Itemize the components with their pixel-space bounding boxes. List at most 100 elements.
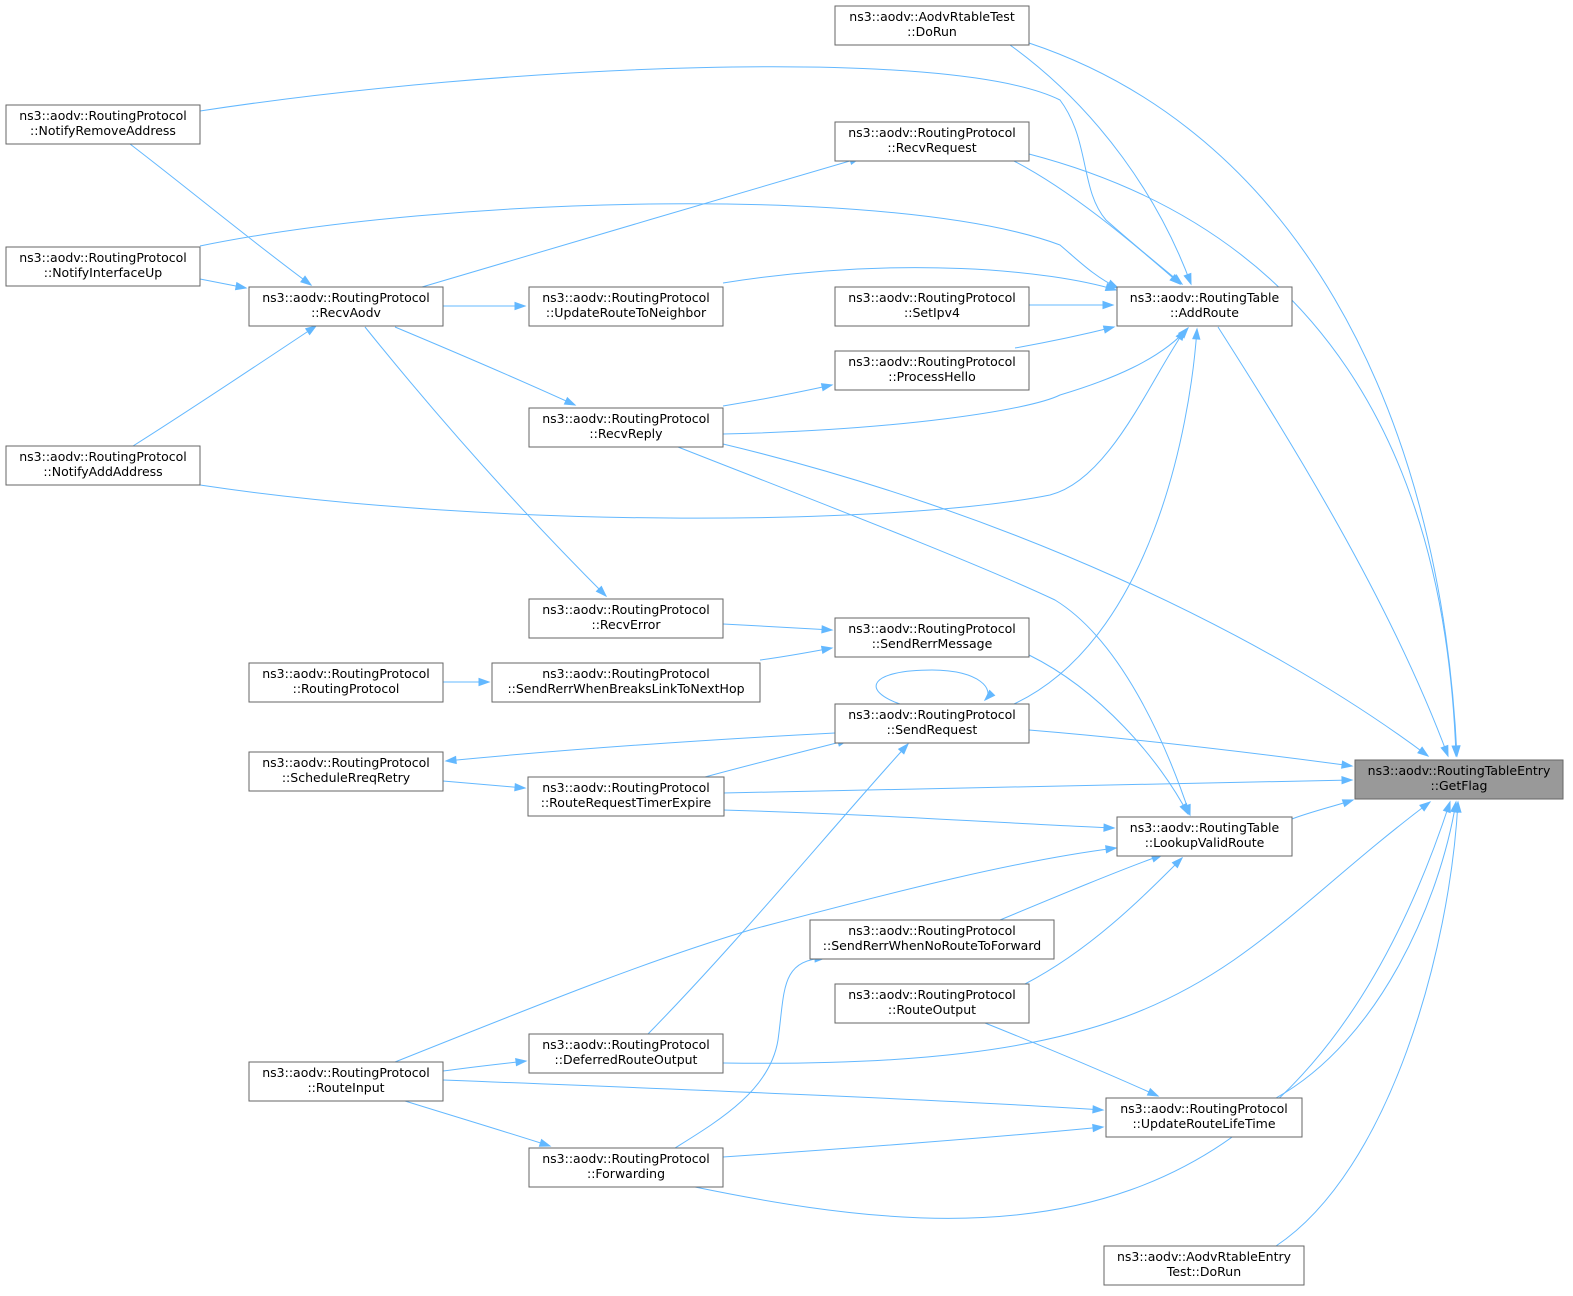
- edge-arrowhead: [514, 782, 527, 792]
- edge-arrowhead: [821, 625, 834, 634]
- node-removeaddr[interactable]: ns3::aodv::RoutingProtocol::NotifyRemove…: [5, 104, 201, 145]
- node-recvreply[interactable]: ns3::aodv::RoutingProtocol::RecvReply: [528, 407, 724, 448]
- edge-recvreply-to-processhello: [722, 383, 834, 407]
- edge-line: [1028, 153, 1457, 757]
- node-box: [809, 919, 1055, 960]
- node-box: [1105, 1097, 1303, 1138]
- node-recvaodv[interactable]: ns3::aodv::RoutingProtocol::RecvAodv: [248, 286, 444, 327]
- edge-arrowhead: [1417, 746, 1430, 757]
- node-breakslink[interactable]: ns3::aodv::RoutingProtocol::SendRerrWhen…: [491, 662, 761, 703]
- node-noroute[interactable]: ns3::aodv::RoutingProtocol::SendRerrWhen…: [809, 919, 1055, 960]
- node-label-line1: ns3::aodv::RoutingProtocol: [542, 1151, 710, 1166]
- edge-line: [999, 854, 1163, 921]
- edge-line: [722, 267, 1117, 291]
- node-box: [528, 1147, 724, 1188]
- node-recverror[interactable]: ns3::aodv::RoutingProtocol::RecvError: [528, 598, 724, 639]
- node-senderrmsg[interactable]: ns3::aodv::RoutingProtocol::SendRerrMess…: [834, 617, 1030, 658]
- edge-line: [1009, 44, 1192, 285]
- edge-arrowhead: [1146, 1087, 1160, 1097]
- node-box: [1116, 816, 1293, 857]
- node-label-line2: ::Forwarding: [587, 1166, 665, 1181]
- node-box: [1354, 759, 1564, 800]
- node-label-line2: ::SendRerrWhenBreaksLinkToNextHop: [507, 681, 744, 696]
- node-forwarding[interactable]: ns3::aodv::RoutingProtocol::Forwarding: [528, 1147, 724, 1188]
- node-sendrequest[interactable]: ns3::aodv::RoutingProtocol::SendRequest: [834, 703, 1030, 744]
- edge-line: [1028, 42, 1458, 757]
- nodes-layer: ns3::aodv::RoutingTableEntry::GetFlagns3…: [5, 5, 1564, 1286]
- node-box: [834, 983, 1030, 1024]
- edge-arrowhead: [983, 689, 996, 702]
- edge-line: [722, 443, 1429, 757]
- node-label-line2: ::RecvAodv: [311, 305, 381, 320]
- edge-line: [1014, 326, 1115, 349]
- edge-line: [1028, 729, 1353, 767]
- node-box: [1116, 286, 1293, 327]
- node-addaddr[interactable]: ns3::aodv::RoutingProtocol::NotifyAddAdd…: [5, 445, 201, 486]
- node-label-line2: ::GetFlag: [1431, 778, 1488, 793]
- edge-line: [694, 801, 1451, 1219]
- node-setipv4[interactable]: ns3::aodv::RoutingProtocol::SetIpv4: [834, 286, 1030, 327]
- node-recvrequest[interactable]: ns3::aodv::RoutingProtocol::RecvRequest: [834, 121, 1030, 162]
- node-rtabletest[interactable]: ns3::aodv::AodvRtableTest::DoRun: [834, 5, 1030, 46]
- node-label-line2: ::ProcessHello: [888, 369, 976, 384]
- node-processhello[interactable]: ns3::aodv::RoutingProtocol::ProcessHello: [834, 350, 1030, 391]
- edge-arrowhead: [595, 585, 608, 598]
- node-routeinput[interactable]: ns3::aodv::RoutingProtocol::RouteInput: [248, 1061, 444, 1102]
- node-label-line2: ::RoutingProtocol: [293, 681, 400, 696]
- node-getflag[interactable]: ns3::aodv::RoutingTableEntry::GetFlag: [1354, 759, 1564, 800]
- node-box: [834, 5, 1030, 46]
- node-addroute[interactable]: ns3::aodv::RoutingTable::AddRoute: [1116, 286, 1293, 327]
- edge-arrowhead: [1440, 744, 1449, 758]
- edge-addaddr-to-addroute: [199, 328, 1186, 519]
- node-label-line2: ::LookupValidRoute: [1145, 835, 1265, 850]
- node-box: [528, 598, 724, 639]
- node-label-line1: ns3::aodv::RoutingProtocol: [262, 755, 430, 770]
- node-routeoutput[interactable]: ns3::aodv::RoutingProtocol::RouteOutput: [834, 983, 1030, 1024]
- node-ifaceup[interactable]: ns3::aodv::RoutingProtocol::NotifyInterf…: [5, 246, 201, 287]
- edge-arrowhead: [304, 325, 318, 336]
- edge-deferred-to-sendrequest: [647, 742, 910, 1035]
- edge-line: [442, 1060, 527, 1072]
- node-updateneighbor[interactable]: ns3::aodv::RoutingProtocol::UpdateRouteT…: [528, 286, 724, 327]
- node-lookupvalid[interactable]: ns3::aodv::RoutingTable::LookupValidRout…: [1116, 816, 1293, 857]
- edge-arrowhead: [515, 1058, 528, 1067]
- node-schedule[interactable]: ns3::aodv::RoutingProtocol::ScheduleRreq…: [248, 751, 444, 792]
- node-label-line2: ::RouteRequestTimerExpire: [541, 795, 712, 810]
- node-ctor[interactable]: ns3::aodv::RoutingProtocol::RoutingProto…: [248, 662, 444, 703]
- node-box: [528, 407, 724, 448]
- edge-line: [722, 779, 1353, 794]
- edge-recverror-to-senderrmsg: [722, 623, 834, 634]
- edge-arrowhead: [514, 301, 527, 311]
- node-updatelifetime[interactable]: ns3::aodv::RoutingProtocol::UpdateRouteL…: [1105, 1097, 1303, 1138]
- edge-line: [722, 384, 833, 407]
- edge-arrowhead: [820, 645, 834, 655]
- edge-forwarding-to-getflag: [694, 800, 1451, 1219]
- node-label-line2: ::RecvError: [592, 617, 662, 632]
- node-label-line2: ::NotifyAddAddress: [43, 464, 162, 479]
- node-box: [834, 703, 1030, 744]
- node-label-line1: ns3::aodv::RoutingProtocol: [848, 354, 1016, 369]
- edge-sendrequest-to-sendrequest: [875, 669, 996, 705]
- edge-ifaceup-to-recvaodv: [199, 278, 248, 291]
- node-label-line1: ns3::aodv::RoutingProtocol: [19, 108, 187, 123]
- edge-recvreply-to-lookupvalid: [677, 446, 1191, 817]
- edge-setipv4-to-addroute: [1029, 300, 1115, 310]
- edge-line: [364, 326, 607, 597]
- edge-line: [722, 1126, 1104, 1158]
- edge-line: [199, 329, 1186, 519]
- node-label-line1: ns3::aodv::RoutingProtocol: [262, 290, 430, 305]
- node-label-line1: ns3::aodv::AodvRtableTest: [849, 9, 1015, 24]
- node-timerexpire[interactable]: ns3::aodv::RoutingProtocol::RouteRequest…: [527, 776, 725, 817]
- node-label-line1: ns3::aodv::RoutingProtocol: [848, 707, 1016, 722]
- edge-sendrequest-to-addroute: [1013, 327, 1201, 705]
- edge-sendrequest-to-schedule: [444, 732, 836, 765]
- node-box: [528, 1033, 724, 1074]
- node-label-line2: ::DoRun: [907, 24, 957, 39]
- node-deferred[interactable]: ns3::aodv::RoutingProtocol::DeferredRout…: [528, 1033, 724, 1074]
- node-label-line1: ns3::aodv::RoutingProtocol: [848, 987, 1016, 1002]
- edge-rtableentrytest-to-getflag: [1275, 800, 1462, 1247]
- edge-arrowhead: [1092, 1105, 1105, 1114]
- node-box: [5, 246, 201, 287]
